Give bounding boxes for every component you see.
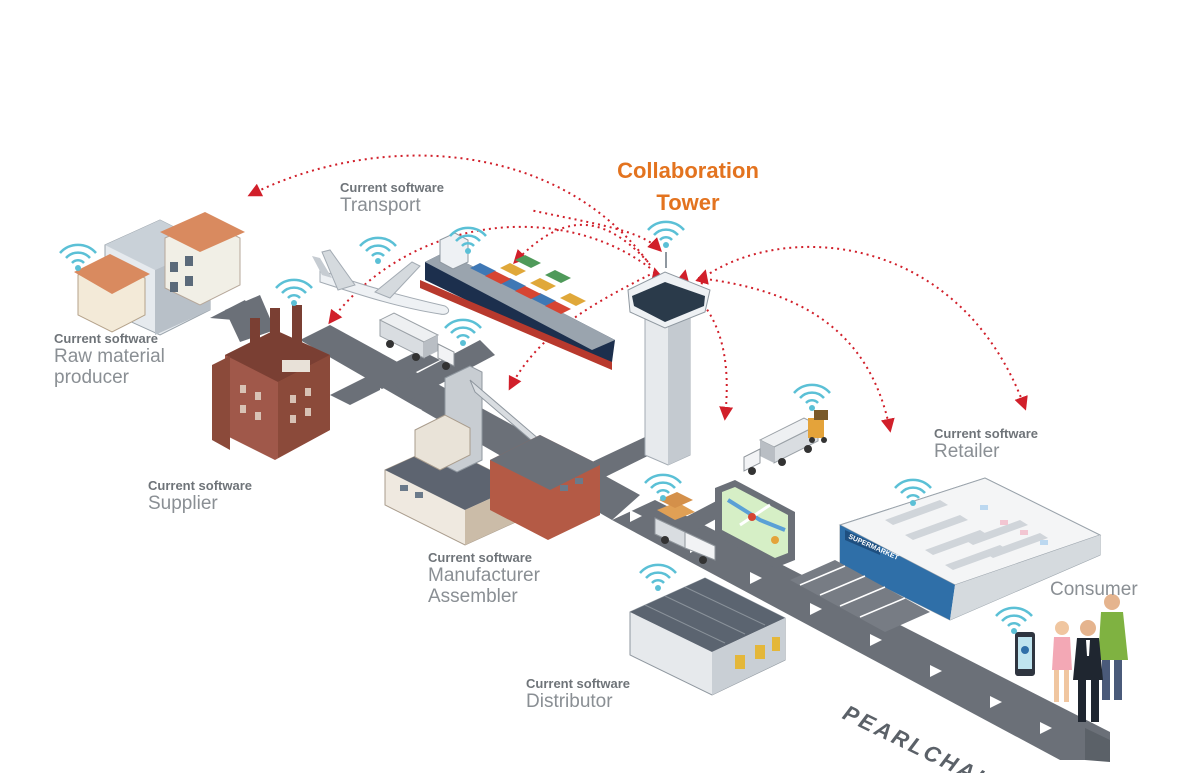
consumer-people xyxy=(1052,594,1128,722)
airplane xyxy=(312,249,450,315)
label-raw-material: Current software Raw material producer xyxy=(54,331,165,388)
label-distributor-caption: Current software xyxy=(526,676,631,691)
supplier-factory xyxy=(212,305,330,460)
label-manufacturer-name2: Assembler xyxy=(428,586,518,607)
forklift xyxy=(808,410,828,443)
label-supplier-caption: Current software xyxy=(148,478,253,493)
smartphone xyxy=(1015,632,1035,676)
truck-center xyxy=(654,492,716,564)
tower-title-line1: Collaboration xyxy=(617,158,759,183)
label-supplier-name: Supplier xyxy=(148,493,218,514)
tower-title: Collaboration Tower xyxy=(598,155,778,219)
label-transport-name: Transport xyxy=(340,195,421,216)
supermarket: SUPERMARKET xyxy=(838,477,1102,621)
raw-material-buildings xyxy=(74,212,245,336)
label-raw-name2: producer xyxy=(54,367,129,388)
label-retailer-name: Retailer xyxy=(934,441,1000,462)
label-manufacturer-name: Manufacturer xyxy=(428,565,540,586)
label-distributor: Current software Distributor xyxy=(526,676,630,712)
label-supplier: Current software Supplier xyxy=(148,478,252,514)
truck-right xyxy=(743,417,819,476)
map-billboard xyxy=(715,480,795,568)
tower-title-line2: Tower xyxy=(656,190,720,215)
label-consumer: Consumer xyxy=(1050,579,1138,600)
distributor-warehouse xyxy=(629,577,786,696)
label-manufacturer-caption: Current software xyxy=(428,550,533,565)
label-distributor-name: Distributor xyxy=(526,691,613,712)
label-transport: Current software Transport xyxy=(340,180,444,216)
label-raw-name: Raw material xyxy=(54,346,165,367)
control-tower xyxy=(627,252,711,466)
label-manufacturer: Current software Manufacturer Assembler xyxy=(428,550,540,607)
collaboration-arrows xyxy=(247,154,1028,433)
label-raw-caption: Current software xyxy=(54,331,159,346)
manufacturer-complex xyxy=(384,365,600,546)
label-retailer: Current software Retailer xyxy=(934,426,1038,462)
label-transport-caption: Current software xyxy=(340,180,445,195)
parking-lot xyxy=(790,560,930,632)
label-retailer-caption: Current software xyxy=(934,426,1039,441)
cargo-ship xyxy=(420,232,615,515)
